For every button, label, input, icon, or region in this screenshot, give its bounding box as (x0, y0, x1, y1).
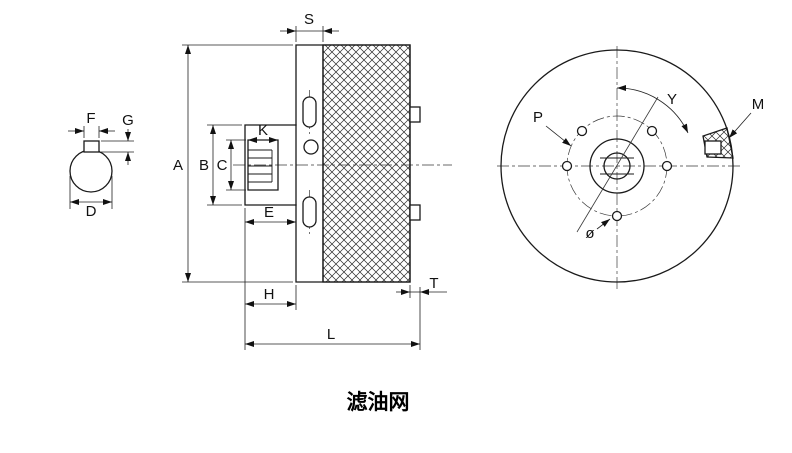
front-view: P Y M ø (497, 46, 764, 290)
dim-label-h: H (264, 286, 275, 303)
bolt-hole (561, 160, 573, 172)
filter-mesh-hatch (322, 44, 411, 283)
hub-outline (244, 124, 297, 206)
dim-label-d: D (86, 203, 97, 220)
key-profile (83, 140, 100, 153)
dim-label-m: M (752, 96, 765, 113)
shaft-end-circle (69, 149, 113, 193)
tab-bottom (409, 204, 421, 221)
front-dimensions (545, 84, 752, 230)
dim-label-f: F (86, 110, 95, 127)
bore-thread-lines (248, 149, 273, 183)
bolt-hole (661, 160, 673, 172)
outer-circle (500, 49, 734, 283)
dim-label-a: A (173, 157, 183, 174)
dim-label-diameter: ø (585, 225, 594, 242)
slot-bottom (302, 196, 317, 228)
flange-hole (303, 139, 319, 155)
center-hole (603, 152, 631, 180)
bolt-hole (646, 125, 658, 137)
tab-top (409, 106, 421, 123)
dim-label-g: G (122, 112, 134, 129)
dim-label-l: L (327, 326, 335, 343)
drawing-title: 滤油网 (347, 391, 410, 414)
dim-label-e: E (264, 204, 274, 221)
side-view: S A B C K E H L T (173, 11, 452, 350)
center-hole-flats (600, 157, 634, 175)
side-dimensions (182, 26, 447, 350)
dim-label-c: C (217, 157, 228, 174)
slot-top (302, 96, 317, 128)
dim-label-k: K (258, 122, 268, 139)
dim-label-t: T (429, 275, 438, 292)
dim-label-p: P (533, 109, 543, 126)
bolt-hole (576, 125, 588, 137)
body-outline (295, 44, 411, 283)
dim-label-s: S (304, 11, 314, 28)
front-centerlines (497, 46, 742, 290)
hub-circle (589, 138, 645, 194)
magnet-tab (704, 140, 722, 155)
detail-view: F G D (68, 110, 134, 220)
dim-label-y: Y (667, 91, 677, 108)
bolt-hole (611, 210, 623, 222)
detail-dimensions (68, 126, 134, 209)
dim-label-b: B (199, 157, 209, 174)
